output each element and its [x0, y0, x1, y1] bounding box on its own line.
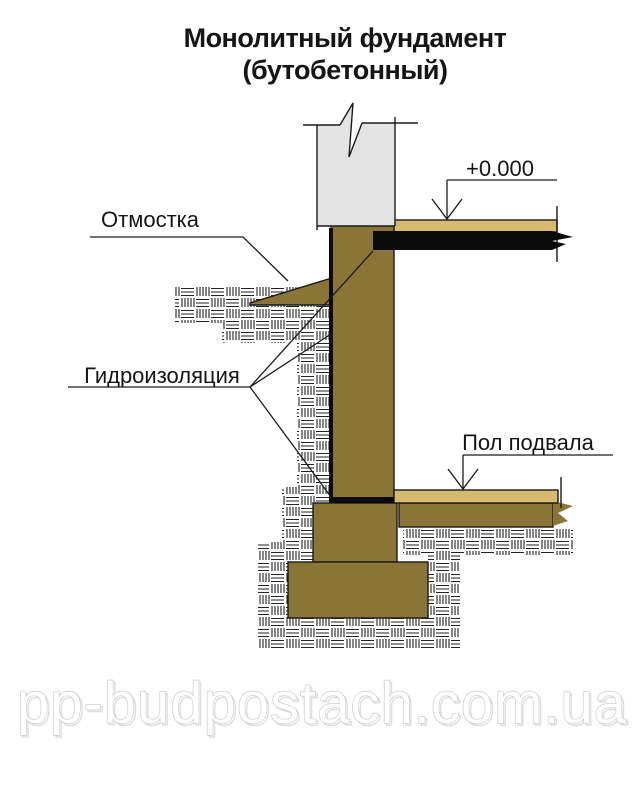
vertical-waterproofing-line — [329, 228, 333, 503]
foundation-step — [312, 502, 398, 563]
blind-area-label: Отмостка — [101, 207, 200, 232]
basement-floor-mark — [447, 454, 613, 491]
zero-level-arrow — [431, 198, 463, 221]
soil-strip-wall-base — [282, 487, 332, 503]
basement-floor-arrow — [447, 468, 479, 491]
diagram-title-line2: (бутобетонный) — [243, 55, 448, 85]
waterproofing-leader-middle — [249, 333, 332, 388]
waterproofing-leader-bottom — [249, 386, 332, 498]
basement-floor-underlay — [398, 502, 554, 528]
soil-strip-pad-right — [428, 552, 460, 618]
horizontal-waterproofing-layer — [373, 231, 552, 250]
waterproofing-label: Гидроизоляция — [84, 363, 240, 388]
upper-wall — [303, 102, 418, 230]
waterproofing-break-arrow — [552, 231, 573, 250]
soil-strip-step-left — [282, 503, 313, 542]
ground-floor-finish — [393, 219, 558, 233]
watermark: pp-budpostach.com.ua — [17, 671, 627, 736]
basement-floor-finish — [393, 489, 559, 504]
soil-band-under-basement-floor — [403, 527, 573, 555]
basement-floor-break-arrow — [553, 501, 573, 526]
soil-strip-pad-left — [258, 562, 288, 618]
wall-break-symbol — [339, 102, 363, 158]
ground-floor-slab — [373, 206, 573, 262]
zero-level-mark — [431, 179, 557, 221]
upper-wall-body — [317, 103, 395, 226]
foundation-wall — [330, 226, 394, 503]
blind-area-leader — [90, 236, 289, 282]
callout-leaders — [68, 236, 374, 498]
soil-strip-outer-wall — [297, 343, 332, 487]
under-wall-waterproofing-line — [330, 497, 394, 503]
soil-strip-step-left-wide — [258, 542, 313, 562]
waterproofing-leader-top — [249, 250, 374, 388]
watermark-shadow: pp-budpostach.com.ua — [19, 673, 629, 738]
basement-floor — [393, 477, 573, 528]
soil-band-left-second — [222, 323, 332, 343]
ground-soil-hatch — [175, 287, 573, 649]
soil-band-under-pad — [258, 618, 460, 649]
basement-floor-label: Пол подвала — [462, 430, 595, 455]
foundation-pad — [287, 561, 429, 619]
zero-level-label: +0.000 — [466, 156, 534, 181]
diagram-title-line1: Монолитный фундамент — [184, 23, 507, 53]
